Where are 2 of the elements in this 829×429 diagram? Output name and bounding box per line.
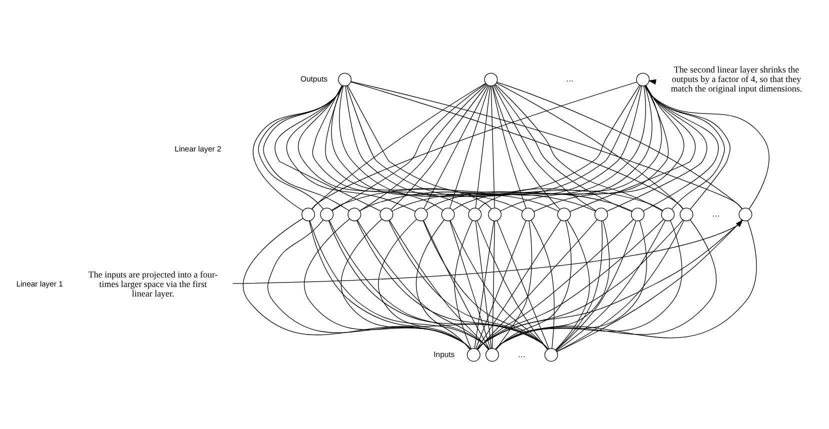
node-text: The inputs are projected into a four-times larger space via the first linear layer. [88, 269, 218, 299]
node-text: The second linear layer shrinks the outputs by a factor of 4, so that they match the original input dimensions. [670, 64, 802, 94]
